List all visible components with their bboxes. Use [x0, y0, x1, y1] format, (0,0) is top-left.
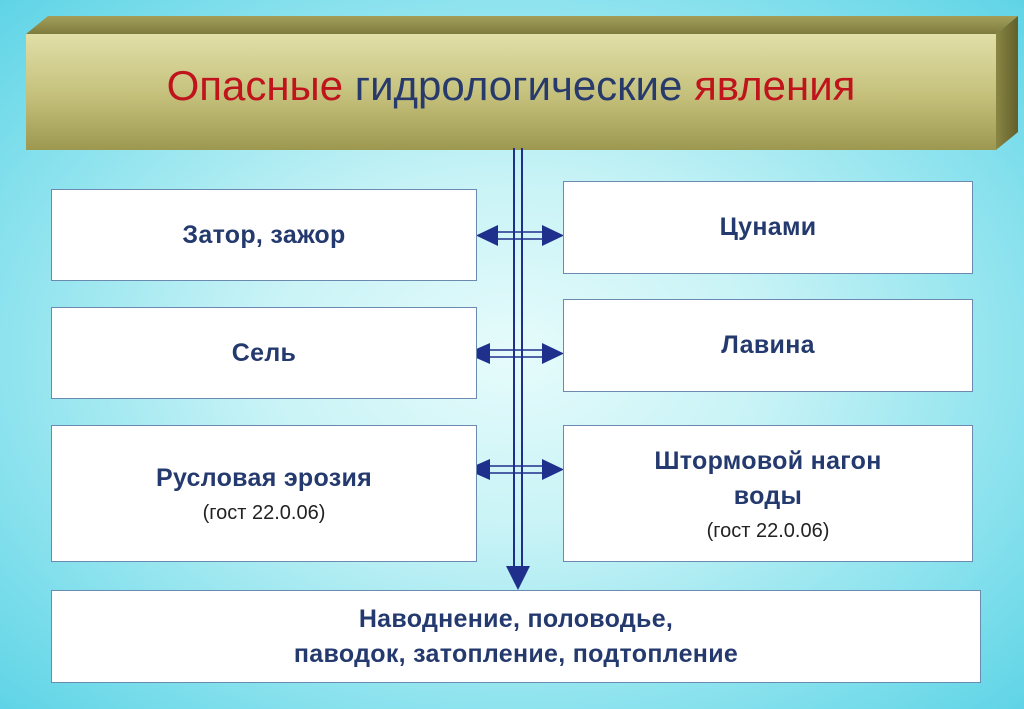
- box-erozia: Русловая эрозия (гост 22.0.06): [51, 425, 477, 562]
- flood-line2: паводок, затопление, подтопление: [293, 639, 739, 668]
- arrow-left-sel: [466, 343, 490, 364]
- arrow-left-zator: [476, 225, 498, 246]
- zator-label: Затор, зажор: [182, 220, 346, 249]
- title-banner: [26, 16, 1018, 150]
- title-part-dangerous: Опасные: [166, 62, 344, 109]
- arrow-right-lavina: [542, 343, 564, 364]
- arrow-down-flood: [506, 566, 530, 590]
- lavina-label: Лавина: [721, 331, 815, 359]
- box-zator: Затор, зажор: [51, 189, 477, 281]
- box-cunami: Цунами: [563, 181, 973, 274]
- cunami-label: Цунами: [719, 213, 817, 241]
- box-lavina: Лавина: [563, 299, 973, 392]
- arrow-right-cunami: [542, 225, 564, 246]
- sel-label: Сель: [231, 338, 297, 367]
- nagon-label: Штормовой нагон воды: [654, 446, 882, 510]
- flood-line1: Наводнение, половодье,: [358, 604, 674, 633]
- arrow-right-nagon: [542, 459, 564, 480]
- box-flood: Наводнение, половодье, паводок, затоплен…: [51, 590, 981, 683]
- title-part-phenomena: явления: [694, 62, 856, 109]
- box-nagon: Штормовой нагон воды (гост 22.0.06): [563, 425, 973, 562]
- erozia-note: (гост 22.0.06): [202, 502, 326, 524]
- box-sel: Сель: [51, 307, 477, 399]
- page-title: Опасные гидрологические явления: [26, 62, 996, 110]
- title-part-hydrological: гидрологические: [343, 62, 695, 109]
- erozia-label: Русловая эрозия: [155, 464, 373, 492]
- arrow-left-erozia: [466, 459, 490, 480]
- nagon-note: (гост 22.0.06): [706, 519, 830, 542]
